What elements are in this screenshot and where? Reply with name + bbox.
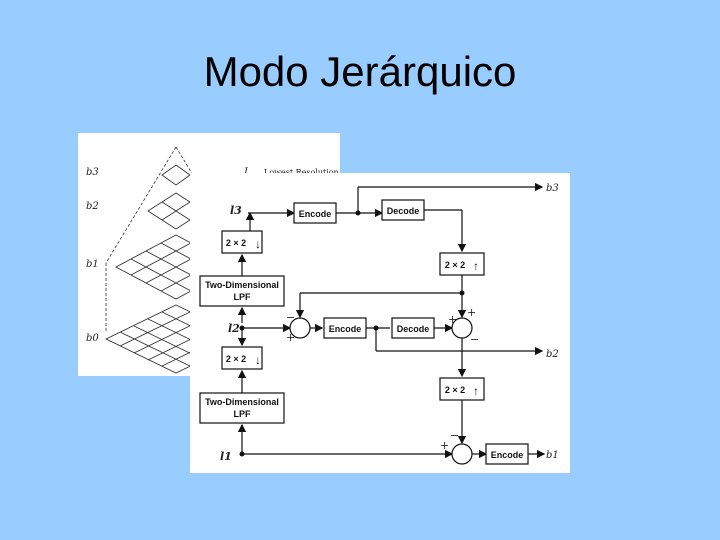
lpf-2-line1: Two-Dimensional	[205, 397, 279, 407]
plus-sign-4: +	[440, 439, 449, 452]
encode-bottom-label: Encode	[491, 450, 524, 460]
encode-middle-label: Encode	[329, 324, 362, 334]
down-arrow-icon-1: ↓	[255, 237, 261, 251]
up-arrow-icon-1: ↑	[473, 259, 479, 273]
lpf-1-line2: LPF	[234, 292, 252, 302]
minus-sign-3: −	[450, 429, 459, 442]
output-b3: b3	[546, 183, 559, 194]
header-var: L	[243, 167, 251, 178]
lpf-2-line2: LPF	[234, 409, 252, 419]
summing-junction-left	[289, 317, 311, 339]
encode-block-middle: Encode	[323, 317, 367, 339]
lpf-block-1: Two-Dimensional LPF	[199, 275, 285, 307]
plus-sign-3: +	[467, 306, 476, 319]
plus-sign-2: +	[448, 313, 457, 326]
encode-block-bottom: Encode	[485, 443, 529, 465]
summing-junction-right	[451, 317, 473, 339]
upsample-2-label: 2 × 2	[445, 385, 465, 395]
block-diagram-svg: l3 b3 Encode Decode 2 × 2 ↓	[199, 182, 559, 465]
minus-sign-2: −	[470, 333, 479, 346]
down-arrow-icon-2: ↓	[255, 353, 261, 367]
block-diagram-figure: l3 b3 Encode Decode 2 × 2 ↓	[190, 173, 570, 473]
input-l2: l2	[228, 322, 240, 335]
upsample-block-2: 2 × 2 ↑	[439, 377, 485, 401]
output-b1: b1	[546, 450, 559, 461]
encode-block-top: Encode	[293, 202, 337, 224]
plus-sign-1: +	[286, 331, 295, 344]
summing-junction-bottom	[451, 443, 473, 465]
downsample-block-2: 2 × 2 ↓	[221, 346, 263, 370]
downsample-block-1: 2 × 2 ↓	[221, 230, 263, 254]
up-arrow-icon-2: ↑	[473, 384, 479, 398]
decode-block-middle: Decode	[391, 317, 435, 339]
decode-middle-label: Decode	[397, 324, 430, 334]
decode-top-label: Decode	[387, 206, 420, 216]
lpf-1-line1: Two-Dimensional	[205, 280, 279, 290]
output-b2: b2	[546, 349, 559, 360]
decode-block-top: Decode	[381, 199, 425, 221]
slide-title: Modo Jerárquico	[203, 48, 517, 95]
level-label-b3: b3	[86, 167, 99, 178]
level-label-b1: b1	[86, 259, 99, 270]
level-label-b2: b2	[86, 201, 99, 212]
header-text: Lowest Resolution	[264, 168, 339, 177]
encode-top-label: Encode	[299, 209, 332, 219]
upsample-block-1: 2 × 2 ↑	[439, 252, 485, 276]
level-label-b0: b0	[86, 333, 99, 344]
input-l1: l1	[220, 450, 232, 463]
pyramid-top-level	[161, 164, 191, 186]
downsample-2-label: 2 × 2	[226, 354, 246, 364]
downsample-1-label: 2 × 2	[226, 238, 246, 248]
upsample-1-label: 2 × 2	[445, 260, 465, 270]
minus-sign-1: −	[286, 311, 295, 324]
input-l3: l3	[230, 204, 242, 217]
lpf-block-2: Two-Dimensional LPF	[199, 392, 285, 424]
